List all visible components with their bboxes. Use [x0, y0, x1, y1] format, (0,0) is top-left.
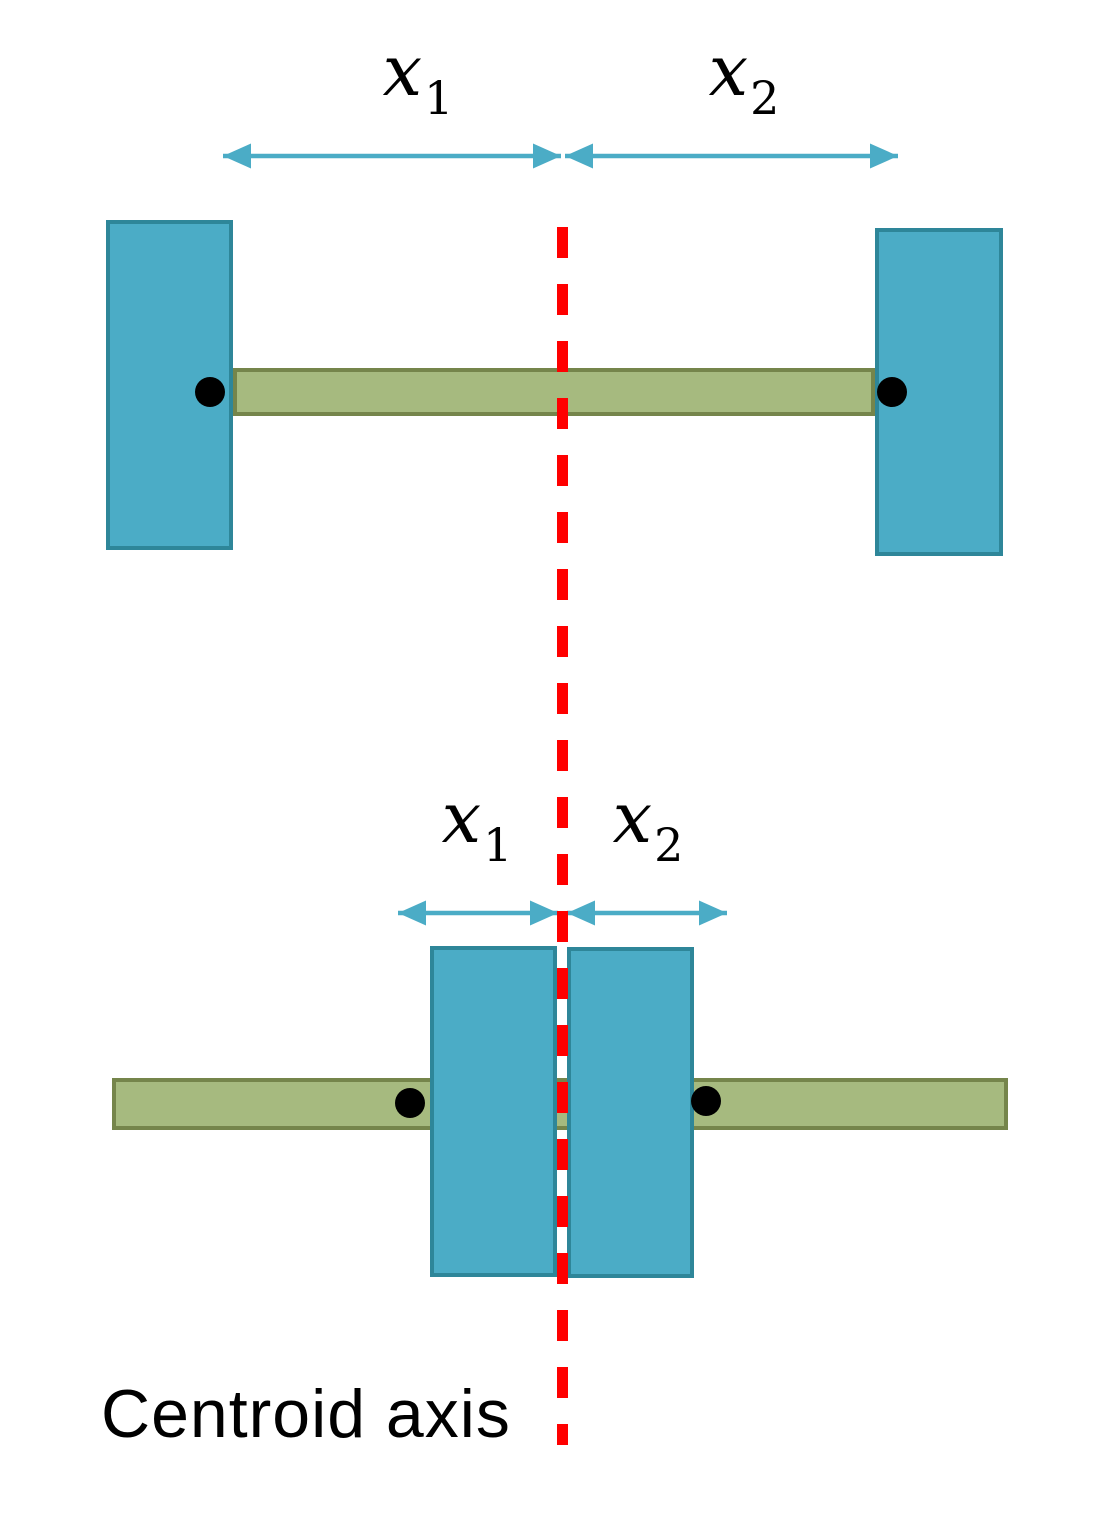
bottom-x1-label-base: x: [441, 777, 482, 859]
bottom-right-mass-center-dot: [691, 1086, 721, 1116]
bottom-x2-dimension-arrow-icon: [567, 900, 727, 926]
top-x1-label: x1: [383, 36, 454, 121]
arrow-head-left-icon: [565, 143, 593, 169]
top-x1-label-subscript: 1: [424, 71, 454, 126]
top-x2-label-subscript: 2: [750, 71, 780, 126]
bottom-left-mass-plate: [430, 946, 557, 1277]
bottom-x1-label: x1: [442, 783, 513, 868]
top-connecting-bar: [233, 368, 875, 416]
bottom-x2-label-subscript: 2: [654, 818, 684, 873]
arrow-head-left-icon: [223, 143, 251, 169]
top-right-mass-center-dot: [877, 377, 907, 407]
top-left-mass-center-dot: [195, 377, 225, 407]
bottom-x2-label-base: x: [612, 777, 653, 859]
top-x2-label-base: x: [708, 30, 749, 112]
bottom-right-mass-plate: [567, 947, 694, 1278]
arrow-head-right-icon: [699, 900, 727, 926]
top-x1-dimension-arrow-icon: [223, 143, 561, 169]
bottom-x1-label-subscript: 1: [483, 818, 513, 873]
arrow-head-left-icon: [567, 900, 595, 926]
centroid-axis-label: Centroid axis: [101, 1376, 511, 1452]
top-x1-label-base: x: [382, 30, 423, 112]
top-x2-dimension-arrow-icon: [565, 143, 898, 169]
bottom-connecting-bar: [112, 1078, 1008, 1130]
bottom-left-mass-center-dot: [395, 1088, 425, 1118]
arrow-head-left-icon: [398, 900, 426, 926]
arrow-head-right-icon: [533, 143, 561, 169]
arrow-head-right-icon: [870, 143, 898, 169]
bottom-x1-dimension-arrow-icon: [398, 900, 558, 926]
top-x2-label: x2: [709, 36, 780, 121]
arrow-head-right-icon: [530, 900, 558, 926]
bottom-x2-label: x2: [613, 783, 684, 868]
